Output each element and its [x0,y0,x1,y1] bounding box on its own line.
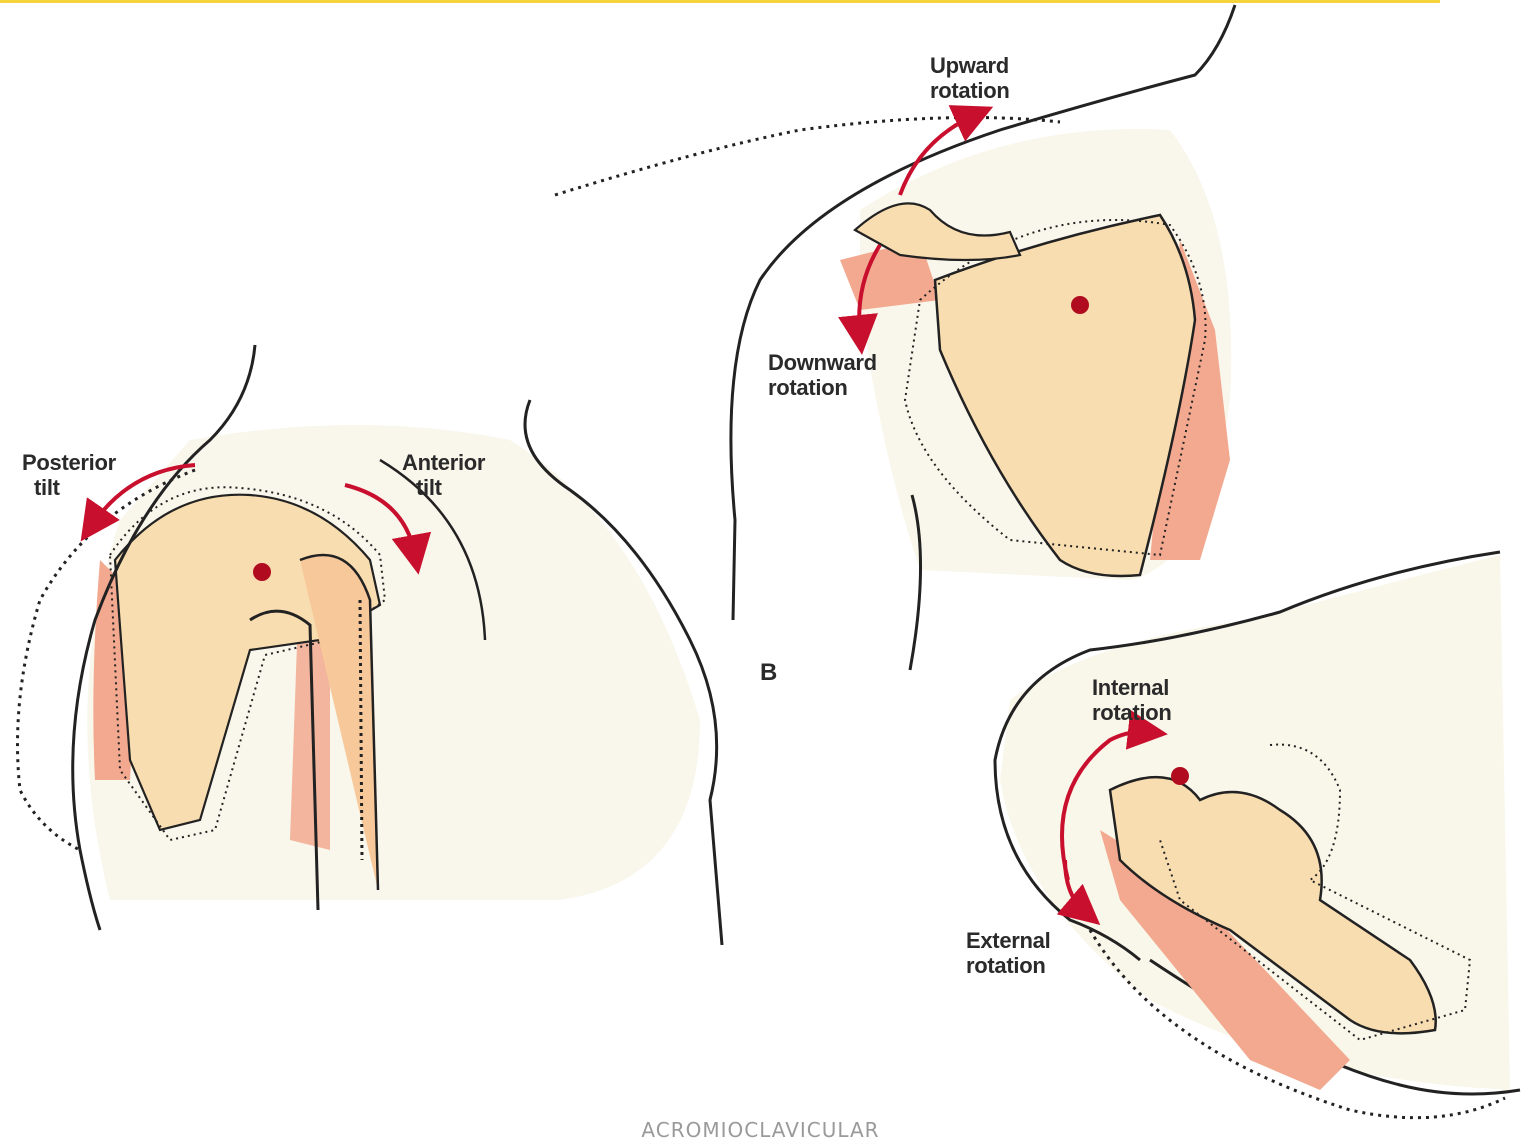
caption: ACROMIOCLAVICULAR [0,1118,1521,1142]
ac-joint-marker-b [1071,296,1089,314]
panel-b-label: B [760,660,777,685]
ac-joint-marker-c [1171,767,1189,785]
panel-rotation-view [555,5,1235,670]
ac-joint-marker-a [253,563,271,581]
panel-tilt-view [18,345,723,945]
panel-superior-view [995,552,1520,1118]
